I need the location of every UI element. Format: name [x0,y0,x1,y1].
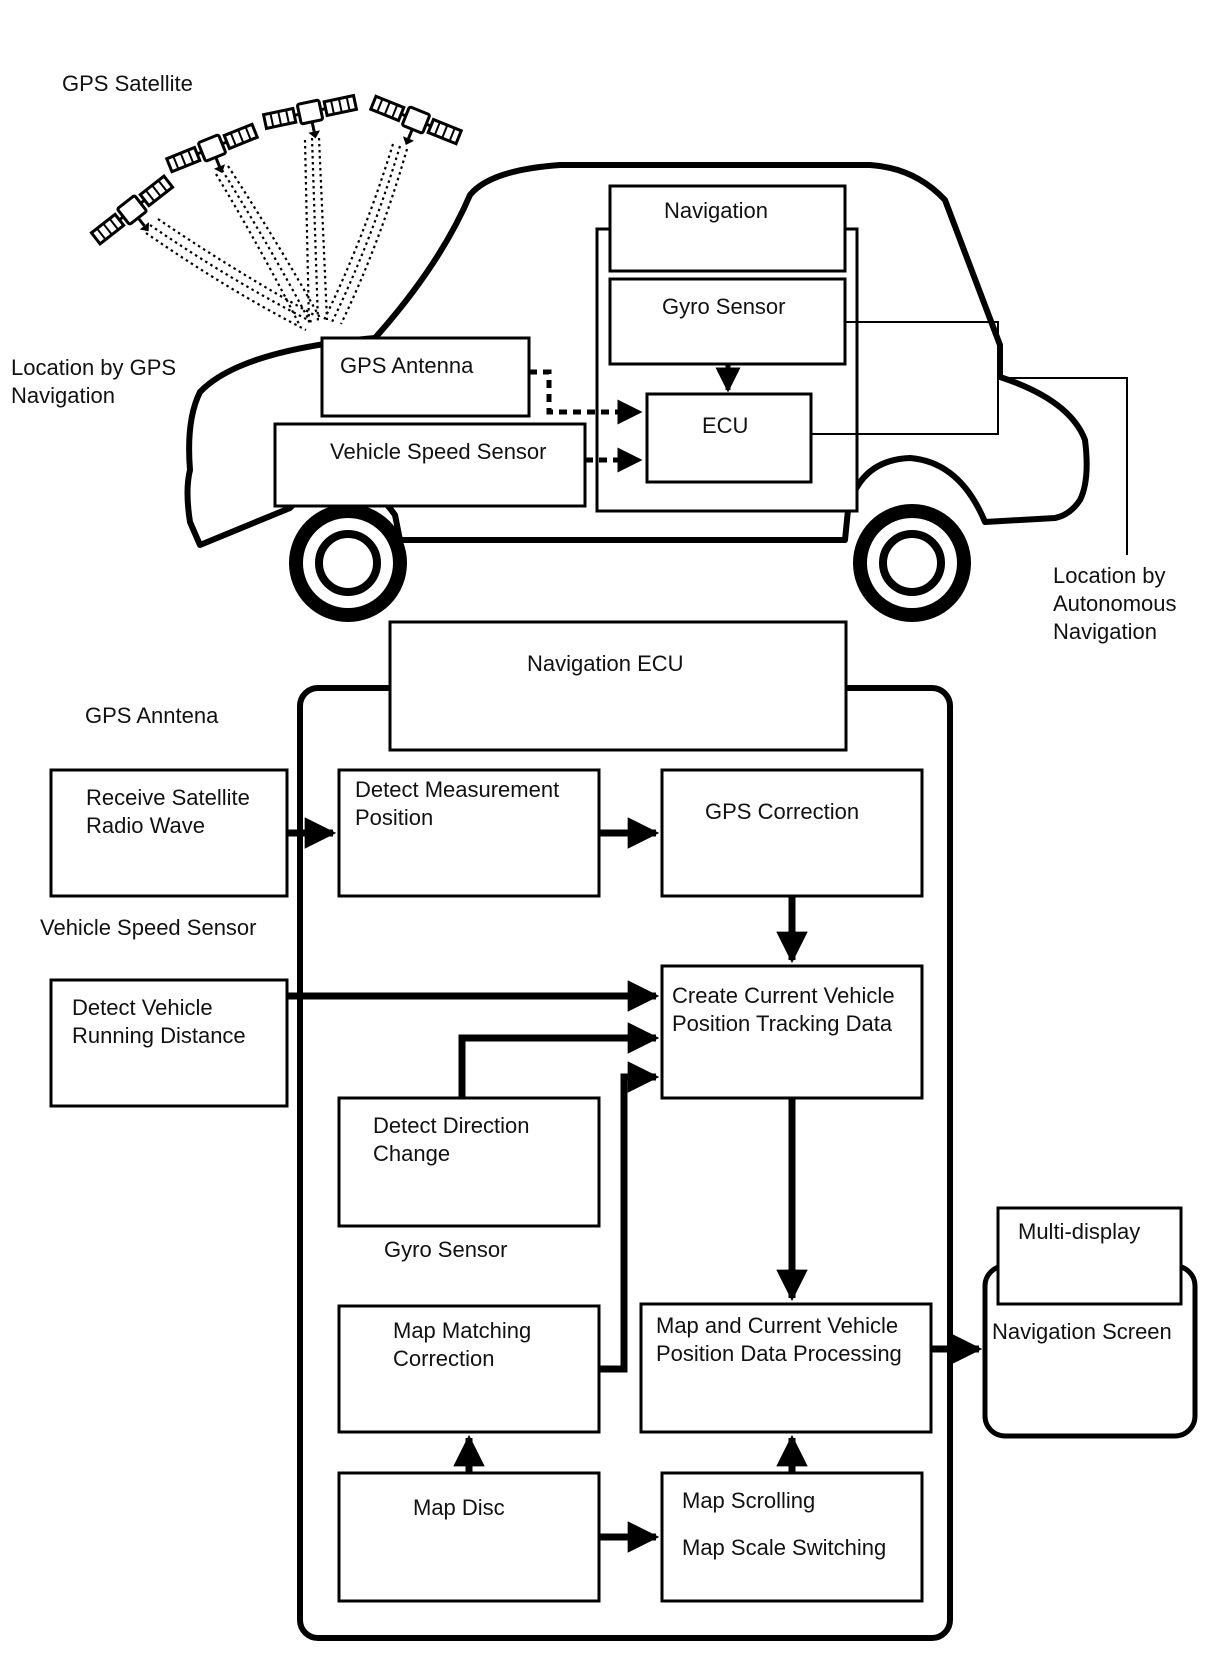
map-scale-switching-label: Map Scale Switching [682,1535,887,1560]
gps-satellite-label: GPS Satellite [62,71,193,96]
antenna-to-ecu-arrow [529,369,643,425]
detect-running-line1: Detect Vehicle [72,995,213,1020]
ecu-label: ECU [702,413,749,438]
navigation-label: Navigation [664,198,768,223]
detect-measurement-line2: Position [355,805,434,830]
location-gps-label-line1: Location by GPS [11,355,177,380]
map-scrolling-label: Map Scrolling [682,1488,816,1513]
create-tracking-line2: Position Tracking Data [672,1011,893,1036]
detect-direction-line1: Detect Direction [373,1113,530,1138]
location-auto-label-line2: Autonomous [1053,591,1177,616]
satellite-icon [361,91,464,164]
wheel-icon [289,504,407,622]
detect-measurement-line1: Detect Measurement [355,777,560,802]
detect-running-line2: Running Distance [72,1023,246,1048]
create-tracking-line1: Create Current Vehicle [672,983,895,1008]
navigation-screen-label: Navigation Screen [992,1319,1172,1344]
satellite-icon [164,119,267,192]
navigation-ecu-label: Navigation ECU [527,651,684,676]
gps-antenna-label: GPS Antenna [340,353,474,378]
map-scrolling-box [660,1471,924,1603]
navigation-box [608,184,847,273]
gyro-sensor-box [608,277,847,366]
gps-correction-label: GPS Correction [705,799,860,824]
map-processing-line2: Position Data Processing [656,1341,902,1366]
detect-direction-line2: Change [373,1141,451,1166]
gps-antenna-box [320,336,531,418]
location-auto-label-line3: Navigation [1053,619,1157,644]
receive-satellite-line2: Radio Wave [86,813,206,838]
map-disc-box [337,1471,601,1603]
location-gps-label-line2: Navigation [11,383,115,408]
satellite-icon [88,172,187,262]
navigation-ecu-title-box [388,620,848,752]
gyro-sensor-flow-label: Gyro Sensor [384,1237,508,1262]
autonomous-callout-line [998,377,1128,555]
gyro-sensor-label: Gyro Sensor [662,294,786,319]
map-disc-label: Map Disc [413,1495,505,1520]
map-matching-to-tracking-arrow [599,1061,660,1373]
location-auto-label-line1: Location by [1053,563,1166,588]
receive-satellite-box [49,768,289,898]
map-processing-box [639,1302,933,1434]
detect-measurement-box [337,768,601,898]
multi-display-label: Multi-display [1018,1219,1141,1244]
vehicle-speed-sensor-label: Vehicle Speed Sensor [330,439,547,464]
map-matching-box [337,1304,601,1434]
signal-wave-icon [145,137,409,331]
vehicle-speed-sensor-flow-label: Vehicle Speed Sensor [40,915,257,940]
receive-satellite-line1: Receive Satellite [86,785,250,810]
detect-direction-box [337,1096,601,1228]
vehicle-speed-sensor-box [273,422,587,508]
wheel-icon [853,504,971,622]
map-processing-line1: Map and Current Vehicle [656,1313,899,1338]
gps-antenna-flow-label: GPS Anntena [85,703,219,728]
gps-correction-box [660,768,924,898]
map-matching-line1: Map Matching [393,1318,532,1343]
multi-display-box [996,1206,1183,1306]
direction-to-tracking-arrow [458,1022,660,1098]
create-tracking-data-box [660,964,924,1100]
detect-running-distance-box [49,978,289,1108]
ecu-box [645,392,813,484]
map-matching-line2: Correction [393,1346,495,1371]
